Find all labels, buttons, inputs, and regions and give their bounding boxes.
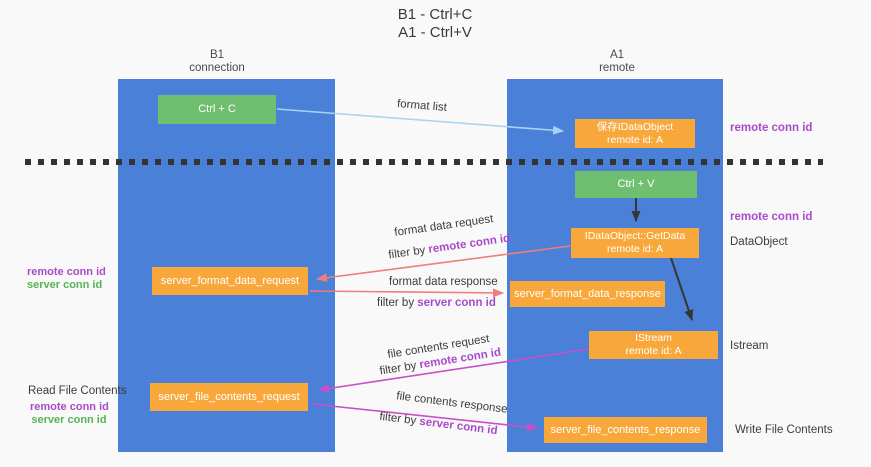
annotation-read-file-contents: Read File Contents — [28, 385, 127, 397]
istream-line1: IStream — [635, 332, 672, 344]
annotation-dataobject: DataObject — [730, 236, 788, 248]
server-file-contents-request-box: server_file_contents_request — [150, 383, 308, 411]
save-idataobject-line1: 保存IDataObject — [596, 120, 674, 133]
title-line-1: B1 - Ctrl+C — [397, 6, 473, 23]
lane-b1-subtitle: connection — [189, 62, 245, 74]
annotation-remote-conn-id-1: remote conn id — [27, 266, 106, 278]
arrow-format-data-request — [316, 245, 571, 283]
arrow-format-list — [276, 108, 564, 135]
annotation-write-file-contents: Write File Contents — [735, 424, 833, 436]
save-idataobject-line2: remote id: A — [606, 133, 664, 146]
server-format-data-request-label: server_format_data_request — [160, 274, 300, 287]
server-conn-id-key-2: server conn id — [417, 297, 496, 309]
title-line-2: A1 - Ctrl+V — [398, 24, 472, 41]
server-file-contents-request-label: server_file_contents_request — [158, 390, 300, 403]
server-format-data-response-box: server_format_data_response — [510, 281, 665, 307]
ctrl-v-label: Ctrl + V — [617, 178, 655, 190]
server-file-contents-response-label: server_file_contents_response — [550, 423, 701, 436]
flow-label-format-data-response: format data response — [389, 276, 498, 288]
annotation-remote-conn-id-top: remote conn id — [730, 122, 813, 134]
lane-b1-title: B1 — [209, 49, 225, 61]
annotation-server-conn-id-2: server conn id — [31, 414, 107, 426]
arrow-getdata-to-istream — [670, 257, 694, 321]
filter-by-text-2: filter by — [377, 297, 418, 309]
separator-dashed-line — [25, 159, 823, 165]
lane-a1-subtitle: remote — [599, 62, 635, 74]
annotation-conn-ids-file: remote conn id server conn id — [30, 401, 109, 427]
ctrl-v-box: Ctrl + V — [575, 171, 697, 198]
lane-a1-title: A1 — [609, 49, 625, 61]
arrow-file-contents-request — [318, 348, 590, 393]
save-idataobject-box: 保存IDataObject remote id: A — [575, 119, 695, 148]
flow-label-filter-format-response: filter by server conn id — [377, 297, 496, 309]
server-format-data-request-box: server_format_data_request — [152, 267, 308, 295]
server-format-data-response-label: server_format_data_response — [514, 287, 661, 300]
annotation-conn-ids-format: remote conn id server conn id — [27, 266, 106, 292]
arrow-file-contents-response — [311, 403, 538, 432]
annotation-server-conn-id-1: server conn id — [27, 279, 103, 291]
arrow-format-data-response — [309, 288, 504, 298]
getdata-line2: remote id: A — [606, 243, 664, 255]
ctrl-c-label: Ctrl + C — [198, 103, 236, 115]
istream-line2: remote id: A — [625, 345, 682, 357]
annotation-remote-conn-id-mid: remote conn id — [730, 211, 813, 223]
idataobject-getdata-box: IDataObject::GetData remote id: A — [571, 228, 699, 258]
annotation-remote-conn-id-2: remote conn id — [30, 401, 109, 413]
getdata-line1: IDataObject::GetData — [584, 230, 686, 242]
diagram-title: B1 - Ctrl+C A1 - Ctrl+V — [295, 6, 575, 42]
lane-header-a1: A1 remote — [557, 49, 677, 75]
annotation-istream: Istream — [730, 340, 769, 352]
istream-box: IStream remote id: A — [589, 331, 718, 359]
lane-header-b1: B1 connection — [157, 49, 277, 75]
server-file-contents-response-box: server_file_contents_response — [544, 417, 707, 443]
ctrl-c-box: Ctrl + C — [158, 95, 276, 124]
